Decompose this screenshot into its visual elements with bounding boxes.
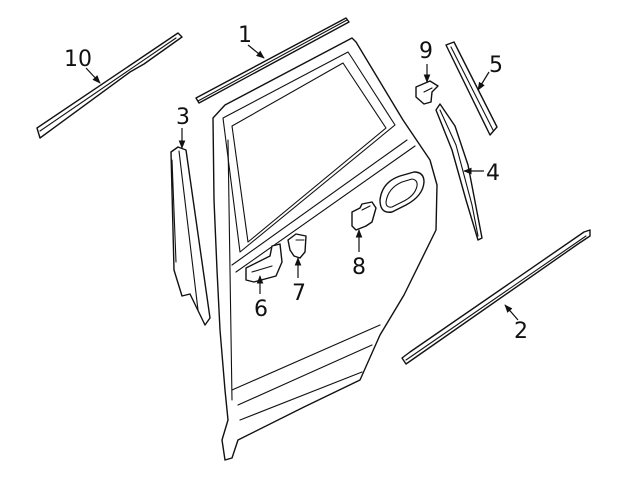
part-9-bracket (415, 80, 439, 105)
callout-2: 2 (514, 319, 528, 344)
callout-1: 1 (238, 23, 252, 48)
leader-lines (85, 44, 519, 321)
callout-9: 9 (419, 39, 433, 64)
leader-5 (477, 71, 490, 91)
callout-3: 3 (176, 105, 190, 130)
part-5-moulding (445, 41, 498, 136)
rear-door-shell (212, 37, 438, 461)
part-7-clip (287, 233, 307, 259)
part-6-handle-base (245, 243, 283, 283)
part-3-pillar-applique (170, 146, 211, 326)
callout-8: 8 (352, 255, 366, 280)
part-2-rocker-moulding (401, 229, 591, 365)
part-1-frame-moulding (195, 17, 350, 104)
callout-4: 4 (486, 161, 500, 186)
leader-10 (85, 67, 101, 84)
part-4-channel-strip (435, 103, 483, 241)
callout-6: 6 (254, 297, 268, 322)
callout-5: 5 (489, 53, 503, 78)
callout-10: 10 (64, 47, 92, 72)
part-10-moulding (36, 32, 183, 139)
door-handle-recess (379, 171, 425, 213)
leader-2 (504, 304, 519, 321)
leader-1 (247, 44, 265, 59)
callout-labels: 1 2 3 4 5 6 7 8 9 10 (64, 23, 528, 344)
part-8-handle-bracket (351, 201, 377, 231)
callout-7: 7 (292, 281, 306, 306)
